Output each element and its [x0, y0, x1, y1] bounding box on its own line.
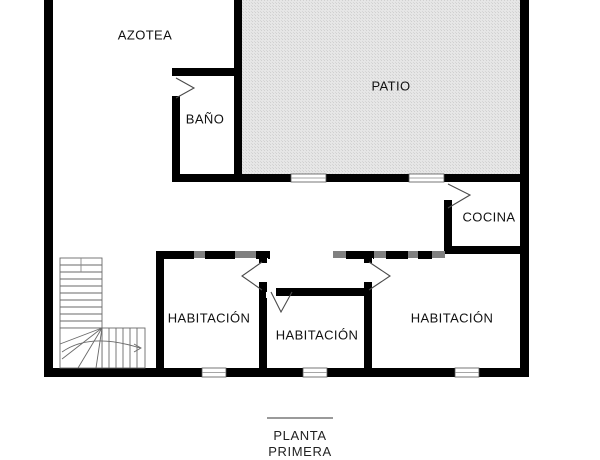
door-opening-habitacion1 — [259, 258, 268, 290]
patio-fill — [242, 0, 520, 174]
staircase-direction-arrow — [133, 343, 142, 353]
wall-corridor-seg-4 — [346, 251, 374, 259]
wall-exterior-left — [44, 0, 53, 377]
wall-corridor-seg-1 — [156, 251, 194, 259]
wall-bano-left — [172, 68, 180, 182]
wall-corridor-seg-5 — [386, 251, 408, 259]
window-patio-left — [290, 173, 327, 183]
staircase-winder — [59, 327, 103, 369]
caption-line-1: PLANTA — [273, 428, 326, 443]
door-swing-habitacion2 — [270, 291, 293, 314]
wall-patio-left — [234, 0, 242, 182]
wall-habitacion1-right — [259, 251, 267, 373]
window-bottom-left — [201, 367, 227, 378]
jamb-habitacion1-bottom — [259, 282, 267, 292]
wall-habitacion2-top — [267, 288, 371, 296]
wall-corridor-seg-6 — [418, 251, 432, 259]
wall-exterior-bottom — [44, 368, 529, 377]
wall-habitacion1-left — [156, 251, 164, 373]
window-bottom-right — [454, 367, 480, 378]
door-swing-habitacion3 — [368, 261, 391, 291]
room-label-bano: BAÑO — [186, 111, 224, 126]
room-label-patio: PATIO — [371, 78, 410, 93]
wall-habitacion2-right — [364, 251, 372, 373]
window-patio-right — [408, 173, 445, 183]
room-label-habitacion-3: HABITACIÓN — [411, 310, 494, 325]
wall-cocina-left — [444, 182, 452, 254]
wall-cocina-bottom — [444, 246, 528, 254]
wall-patio-bottom — [234, 174, 520, 182]
staircase — [59, 257, 146, 369]
room-label-azotea: AZOTEA — [118, 27, 172, 42]
door-swing-bano — [175, 77, 196, 99]
door-opening-bano — [171, 76, 181, 96]
wall-exterior-right — [520, 0, 529, 377]
room-label-habitacion-1: HABITACIÓN — [168, 310, 251, 325]
wall-corridor-seg-2 — [205, 251, 235, 259]
door-opening-cocina — [443, 182, 453, 200]
room-label-cocina: COCINA — [463, 209, 516, 224]
room-label-habitacion-2: HABITACIÓN — [276, 327, 359, 342]
door-opening-habitacion3 — [364, 258, 373, 288]
door-swing-habitacion1 — [241, 261, 263, 291]
wall-bano-bottom — [172, 174, 242, 182]
jamb-habitacion1-top — [259, 251, 267, 263]
door-swing-cocina — [447, 183, 472, 209]
wall-bano-top — [172, 68, 238, 76]
jamb-habitacion3-bottom — [364, 282, 372, 294]
caption-line-2: PRIMERA — [268, 444, 331, 459]
jamb-habitacion3-top — [364, 251, 372, 263]
staircase-direction-path — [61, 340, 141, 353]
window-bottom-mid — [302, 367, 328, 378]
